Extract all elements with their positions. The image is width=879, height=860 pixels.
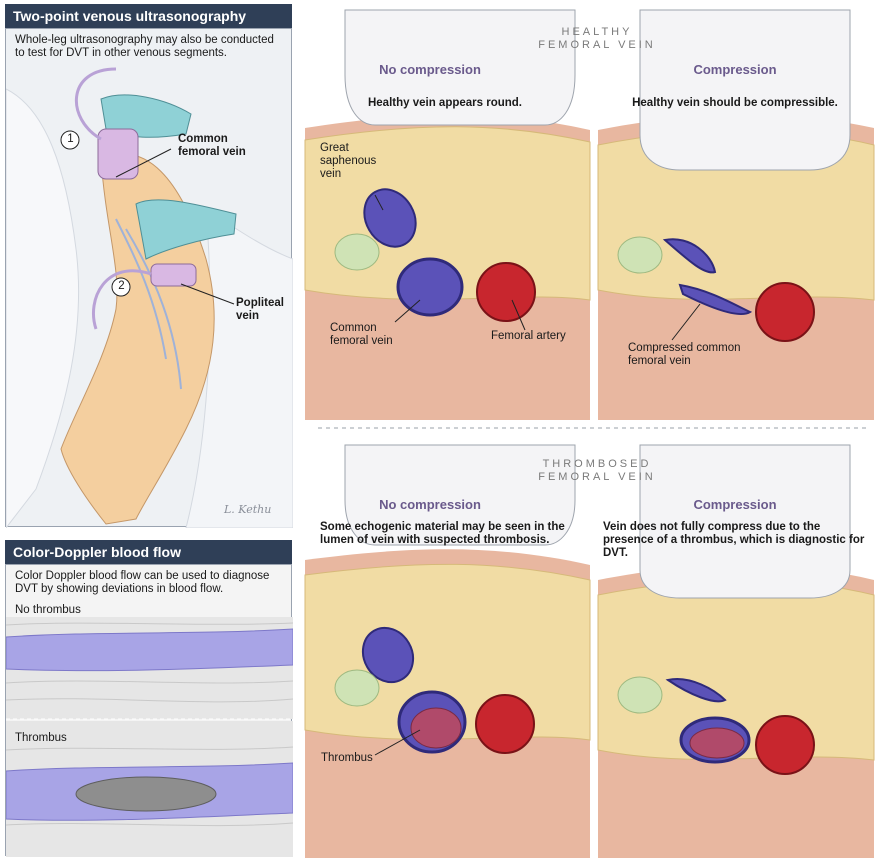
artist-signature: L. Kethu [224, 503, 272, 516]
marker-2-circle [111, 277, 131, 297]
healthy-compression-art [597, 9, 875, 421]
two-point-panel: Two-point venous ultrasonography Whole-l… [5, 4, 293, 528]
healthy-no-compression-mode: No compression [379, 62, 481, 77]
thrombosed-no-compression-art [304, 444, 591, 858]
leg-illustration [6, 67, 293, 528]
panel-body: Whole-leg ultrasonography may also be co… [5, 28, 293, 528]
label-common-femoral-vein-cs: Common femoral vein [330, 322, 393, 347]
thrombosed-section-title: THROMBOSED FEMORAL VEIN [538, 458, 656, 483]
marker-1-circle [60, 130, 80, 150]
doppler-illustration [6, 617, 293, 857]
label-femoral-artery: Femoral artery [491, 330, 566, 342]
thrombosed-compression-caption: Vein does not fully compress due to the … [603, 521, 865, 559]
healthy-no-compression-art [304, 9, 591, 421]
doppler-body: Color Doppler blood flow can be used to … [5, 564, 293, 857]
label-common-femoral-vein: Common femoral vein [178, 133, 246, 158]
marker-1: 1 [67, 133, 74, 145]
panel-description: Whole-leg ultrasonography may also be co… [15, 34, 274, 59]
label-compressed-cfv: Compressed common femoral vein [628, 342, 741, 367]
label-thrombus: Thrombus [321, 752, 373, 764]
thrombus-label: Thrombus [15, 732, 67, 744]
label-great-saphenous-vein: Great saphenous vein [320, 142, 377, 180]
thrombosed-no-compression-mode: No compression [379, 497, 481, 512]
thrombus-clot [75, 776, 217, 812]
healthy-section-title: HEALTHY FEMORAL VEIN [538, 26, 656, 51]
marker-2: 2 [118, 280, 125, 292]
thrombosed-compression-mode: Compression [693, 497, 777, 512]
doppler-description: Color Doppler blood flow can be used to … [15, 570, 270, 595]
thrombosed-no-compression-caption: Some echogenic material may be seen in t… [320, 521, 565, 546]
thrombosed-compression-art [597, 444, 875, 858]
doppler-flow-normal [6, 628, 293, 672]
doppler-title: Color-Doppler blood flow [5, 540, 292, 564]
doppler-panel: Color-Doppler blood flow Color Doppler b… [5, 540, 293, 857]
healthy-no-compression-caption: Healthy vein appears round. [367, 97, 522, 109]
healthy-compression-caption: Healthy vein should be compressible. [632, 97, 838, 109]
label-popliteal-vein: Popliteal vein [236, 297, 284, 322]
healthy-compression-mode: Compression [693, 62, 777, 77]
no-thrombus-label: No thrombus [15, 604, 81, 616]
panel-title: Two-point venous ultrasonography [5, 4, 292, 28]
